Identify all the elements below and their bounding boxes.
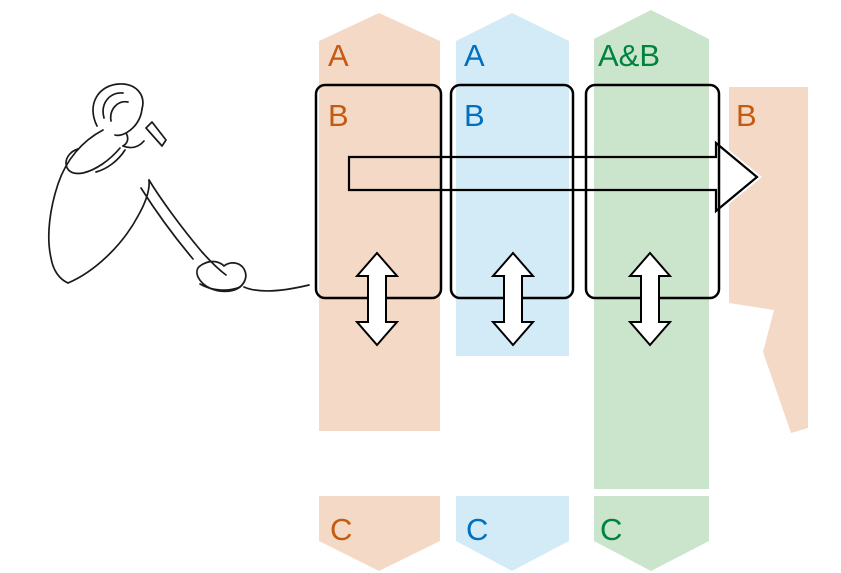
blue-bottom-label: C (466, 512, 488, 547)
blue-top-label: A (464, 38, 485, 73)
person-hair-detail (102, 92, 129, 122)
blue-box-label: B (464, 98, 485, 133)
orange-box-label: B (328, 98, 349, 133)
orange-column-band (319, 13, 440, 431)
ground-line (243, 284, 310, 292)
green-column-band (594, 10, 709, 489)
orange-bottom-band (319, 496, 440, 571)
person-second-leg (140, 187, 194, 260)
green-bottom-label: C (600, 512, 622, 547)
right-band-label: B (736, 98, 757, 133)
person-thigh (67, 179, 150, 284)
orange-top-label: A (328, 38, 349, 73)
person-arm (65, 147, 121, 175)
person-arm-inner (95, 149, 126, 173)
vertical-double-arrow-icon (354, 251, 400, 347)
person-head (92, 83, 144, 127)
person-shoe (196, 260, 247, 293)
person-phone (145, 121, 167, 147)
vertical-double-arrow-icon (490, 251, 536, 347)
green-bottom-band (594, 496, 709, 571)
orange-bottom-label: C (330, 512, 352, 547)
person-back (47, 129, 104, 284)
person-shoe-sole (199, 283, 241, 291)
arrowhead-backing (713, 137, 762, 217)
green-top-label: A&B (598, 38, 660, 73)
right-orange-band (729, 87, 808, 433)
person-hand (122, 140, 145, 149)
vertical-double-arrow-icon (627, 251, 673, 347)
seated-person-line-drawing-icon (47, 83, 310, 293)
blue-column-band (456, 13, 569, 356)
person-shin (148, 179, 227, 276)
right-arrow-outline-icon (347, 140, 759, 214)
person-face (114, 108, 143, 147)
blue-bottom-band (456, 496, 569, 571)
